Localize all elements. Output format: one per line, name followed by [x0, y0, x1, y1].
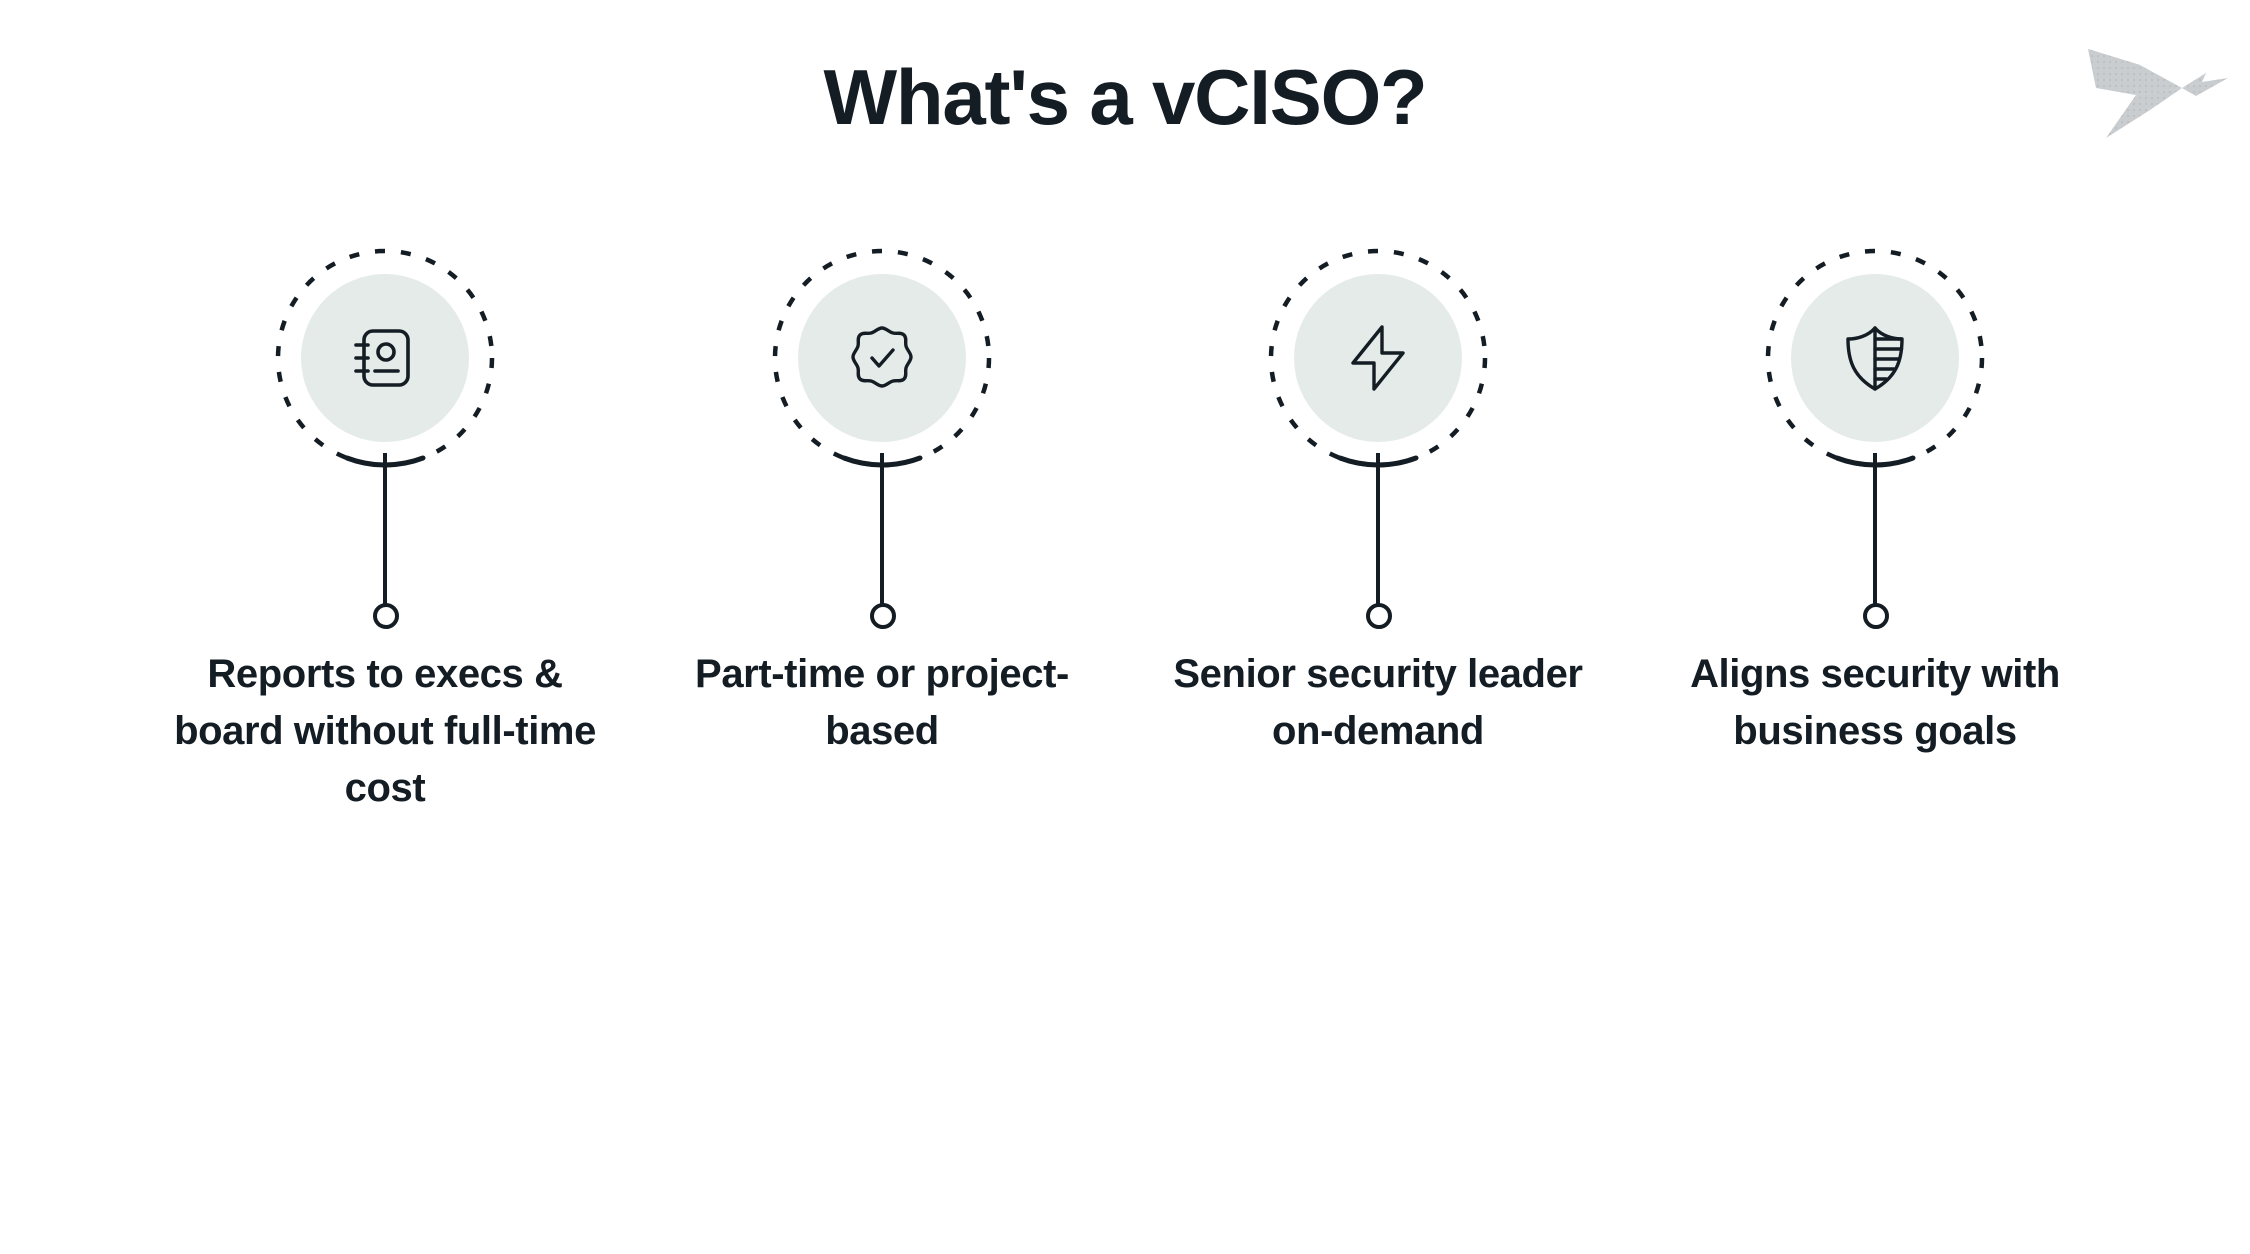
connector-endpoint [870, 603, 896, 629]
feature-columns: Reports to execs & board without full-ti… [0, 248, 2250, 1148]
icon-backdrop [301, 274, 469, 442]
feature-node [1655, 248, 2095, 648]
connector-stem [880, 453, 884, 611]
connector-endpoint [1366, 603, 1392, 629]
feature-node [662, 248, 1102, 648]
connector-endpoint [1863, 603, 1889, 629]
feature-label: Part-time or project-based [695, 652, 1069, 753]
connector-stem [1873, 453, 1877, 611]
feature-node [1158, 248, 1598, 648]
feature-label: Aligns security with business goals [1690, 652, 2060, 753]
feature-label: Reports to execs & board without full-ti… [174, 652, 596, 810]
feature-label: Senior security leader on-demand [1173, 652, 1583, 753]
connector-endpoint [373, 603, 399, 629]
feature-node [165, 248, 605, 648]
lightning-bolt-icon [1332, 322, 1424, 394]
feature-column: Reports to execs & board without full-ti… [165, 248, 605, 1148]
connector-stem [383, 453, 387, 611]
contact-book-icon [339, 322, 431, 394]
connector-stem [1376, 453, 1380, 611]
striped-shield-icon [1829, 322, 1921, 394]
icon-backdrop [1294, 274, 1462, 442]
icon-backdrop [798, 274, 966, 442]
origami-bird-logo [2078, 18, 2238, 148]
verified-badge-icon [836, 322, 928, 394]
feature-column: Senior security leader on-demand [1158, 248, 1598, 1148]
feature-column: Part-time or project-based [662, 248, 1102, 1148]
page-title: What's a vCISO? [823, 53, 1428, 141]
feature-column: Aligns security with business goals [1655, 248, 2095, 1148]
